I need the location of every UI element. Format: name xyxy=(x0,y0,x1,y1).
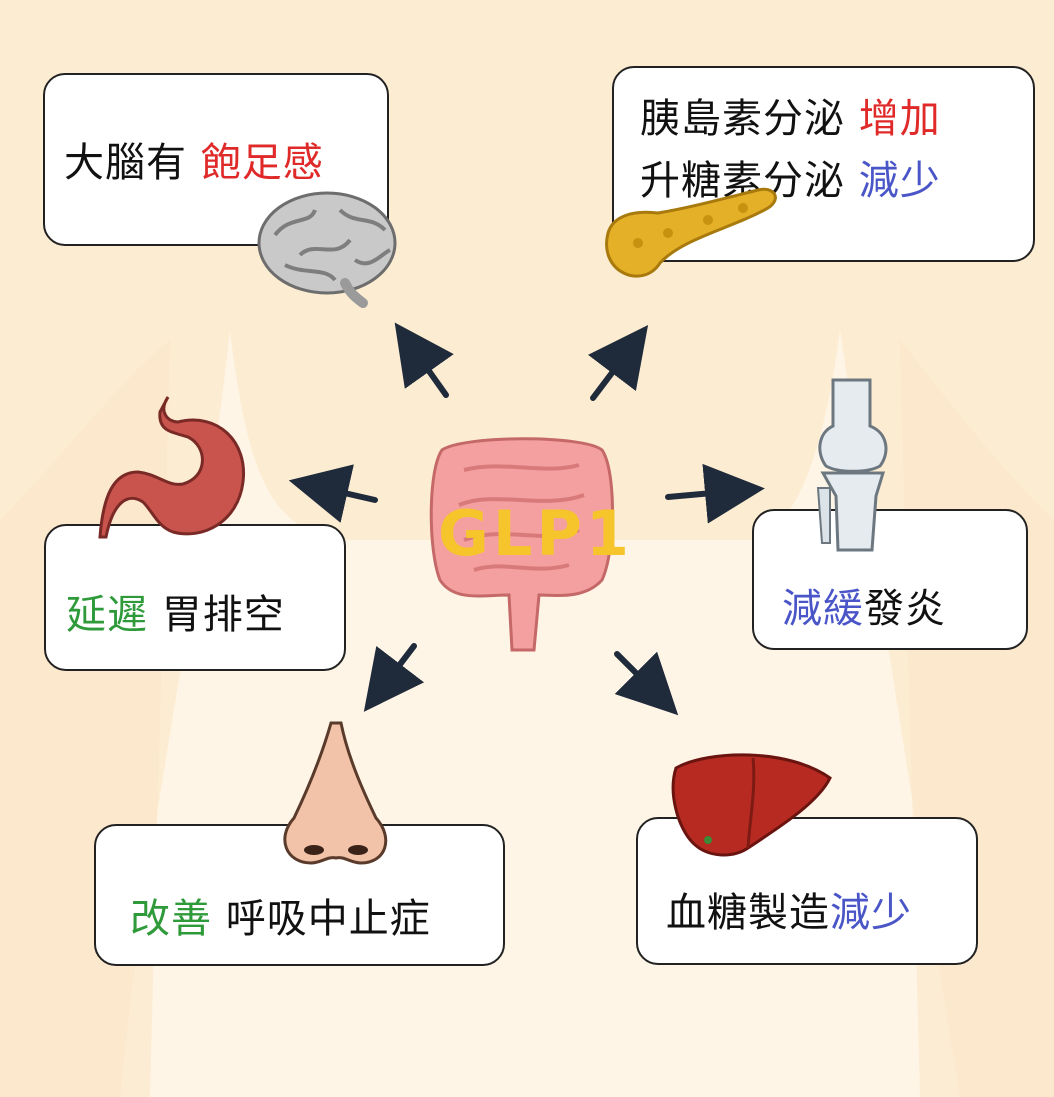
knee-highlight: 減緩 xyxy=(782,586,864,632)
pancreas-icon xyxy=(605,187,777,278)
liver-highlight: 減少 xyxy=(830,890,912,936)
liver-label: 血糖製造 xyxy=(666,890,830,936)
knee-icon xyxy=(816,378,888,552)
knee-card xyxy=(752,509,1028,650)
center-label: GLP1 xyxy=(438,497,633,570)
pancreas-card xyxy=(612,66,1035,262)
nose-icon xyxy=(283,721,388,865)
arrow-to-brain xyxy=(394,322,454,398)
knee-text: 減緩發炎 xyxy=(782,576,946,634)
nose-label: 呼吸中止症 xyxy=(225,896,431,942)
arrow-to-pancreas xyxy=(587,325,649,401)
stomach-text: 延遲 胃排空 xyxy=(66,582,285,640)
knee-label: 發炎 xyxy=(864,586,946,632)
stomach-icon xyxy=(98,396,246,539)
arrow-to-nose xyxy=(363,643,425,712)
arrow-to-knee xyxy=(665,463,765,524)
liver-icon xyxy=(671,753,832,857)
stomach-label: 胃排空 xyxy=(161,592,285,638)
arrow-to-liver xyxy=(614,651,679,716)
stomach-highlight: 延遲 xyxy=(66,592,148,638)
brain-label: 大腦有 xyxy=(64,140,187,186)
arrow-to-stomach xyxy=(288,464,378,523)
liver-text: 血糖製造減少 xyxy=(666,880,912,938)
pancreas-line-1: 胰島素分泌 增加 xyxy=(640,86,941,144)
pancreas-line2-highlight: 減少 xyxy=(858,158,941,204)
intestine-icon xyxy=(429,437,614,652)
brain-icon xyxy=(257,191,397,308)
brain-highlight: 飽足感 xyxy=(200,140,324,186)
nose-highlight: 改善 xyxy=(130,896,212,942)
nose-text: 改善 呼吸中止症 xyxy=(130,886,431,944)
pancreas-line1-label: 胰島素分泌 xyxy=(640,96,845,142)
pancreas-line1-highlight: 增加 xyxy=(858,96,941,142)
stomach-card xyxy=(44,524,346,671)
brain-text: 大腦有 飽足感 xyxy=(64,130,324,188)
